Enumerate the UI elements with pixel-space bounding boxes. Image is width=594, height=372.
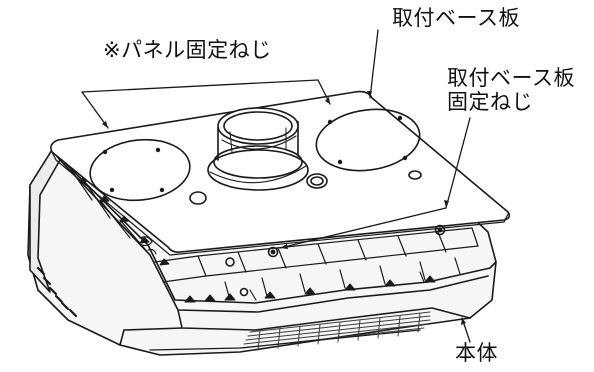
label-line-2: 固定ねじ <box>447 90 533 114</box>
label-line-1: 取付ベース板 <box>447 66 575 90</box>
leader-lines <box>81 29 471 343</box>
tray-ribs <box>69 167 479 301</box>
plate-ring-hole <box>306 173 328 189</box>
plate-hole-left <box>89 138 191 202</box>
body-rim <box>51 149 497 304</box>
label-main-body: 本体 <box>455 341 498 365</box>
rim-teeth <box>79 175 436 303</box>
leader-arrows <box>102 91 466 325</box>
side-vents <box>36 266 78 318</box>
duct-collar <box>207 107 309 191</box>
base-plate-screws <box>225 224 446 297</box>
label-mounting-base-plate: 取付ベース板 <box>392 6 520 30</box>
plate-small-hole <box>189 191 207 205</box>
plate-screw-marks <box>102 115 408 193</box>
plate-hole-right <box>315 108 421 172</box>
label-base-plate-fixing-screw: 取付ベース板 固定ねじ <box>447 66 575 114</box>
label-panel-screws: ※パネル固定ねじ <box>103 38 272 62</box>
